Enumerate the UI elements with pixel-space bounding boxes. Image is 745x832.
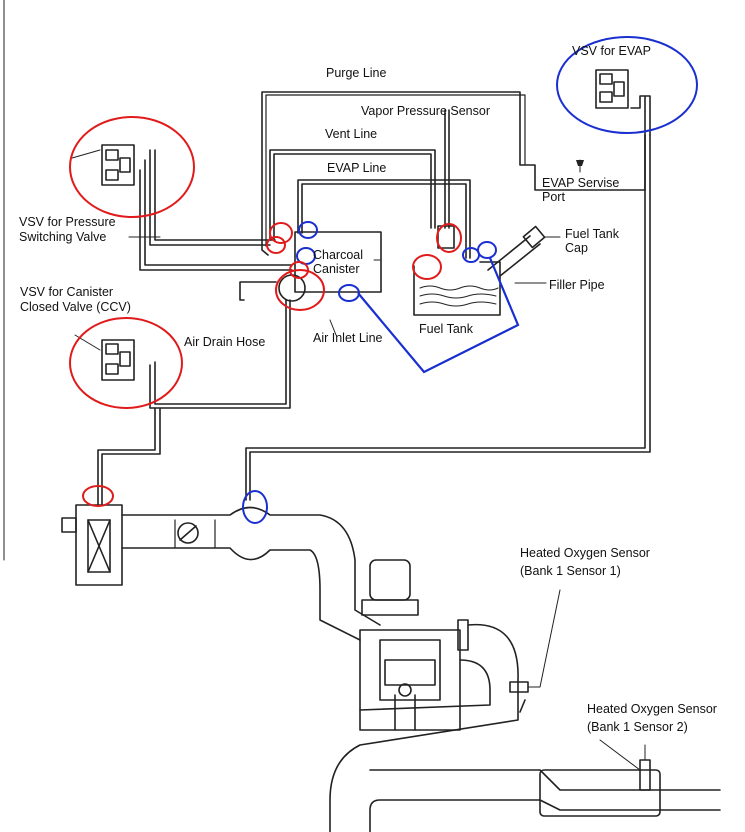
exhaust-pipe	[329, 623, 519, 832]
label-ho2s-2-line-2: (Bank 1 Sensor 2)	[587, 720, 688, 734]
red-circle-pressure-port	[266, 236, 286, 254]
air-cleaner	[61, 504, 123, 586]
label-evap-line: EVAP Line	[327, 161, 387, 175]
vsv-ccv-valve	[101, 339, 135, 381]
vent-line-pipe	[269, 149, 436, 241]
label-vsv-pressure-2: Switching Valve	[19, 230, 107, 244]
evap-service-port-icon	[576, 160, 584, 166]
label-charcoal-canister-2: Canister	[313, 262, 360, 276]
label-vsv-ccv-1: VSV for Canister	[20, 285, 114, 299]
blue-drawn-air-inlet-route	[357, 257, 520, 374]
vsv-pressure-valve	[101, 144, 135, 186]
label-fuel-tank-cap-1: Fuel Tank	[565, 227, 619, 241]
air-drain-hose-pipe	[239, 281, 277, 301]
fuel-tank-cap-shape	[522, 225, 546, 249]
label-fuel-tank-cap-2: Cap	[565, 241, 588, 255]
red-circle-air-cleaner-port	[82, 485, 114, 507]
label-vsv-evap: VSV for EVAP	[572, 44, 651, 58]
label-air-inlet-line: Air Inlet Line	[313, 331, 383, 345]
engine-block	[359, 559, 469, 731]
vsv-ccv-pipes	[149, 299, 291, 409]
throttle-valve	[177, 522, 199, 544]
label-purge-line: Purge Line	[326, 66, 387, 80]
label-evap-service-port-2: Port	[542, 190, 565, 204]
red-circle-vent-port	[269, 222, 293, 244]
label-fuel-tank: Fuel Tank	[419, 322, 473, 336]
label-vsv-ccv-2: Closed Valve (CCV)	[20, 300, 131, 314]
intake-duct	[121, 506, 381, 641]
label-evap-service-port-1: EVAP Servise	[542, 176, 620, 190]
blue-circle-purge-port	[298, 221, 318, 239]
label-filler-pipe: Filler Pipe	[549, 278, 605, 292]
vsv-evap-valve	[595, 69, 629, 109]
exhaust-tailpipe	[369, 769, 721, 832]
red-circle-vapor-sensor	[436, 223, 462, 253]
catalytic-converter	[539, 769, 661, 817]
label-ho2s-1-line-2: (Bank 1 Sensor 1)	[520, 564, 621, 578]
evap-line-pipe	[297, 179, 471, 259]
label-vapor-pressure-sensor: Vapor Pressure Sensor	[361, 104, 490, 118]
fuel-tank-body	[413, 261, 501, 316]
blue-circle-filler-port	[477, 241, 497, 259]
label-charcoal-canister-1: Charcoal	[313, 248, 364, 262]
red-circle-vsv-ccv	[69, 317, 183, 409]
blue-circle-air-inlet	[338, 284, 360, 302]
label-vsv-pressure-1: VSV for Pressure	[19, 215, 116, 229]
filler-pipe-tube	[487, 235, 541, 277]
oxygen-sensor-2	[599, 739, 651, 791]
evap-vsv-outlet-pipe	[245, 134, 651, 501]
red-circle-tank-vent	[412, 254, 442, 280]
label-air-drain-hose: Air Drain Hose	[184, 335, 266, 349]
canister-valve	[278, 274, 306, 302]
oxygen-sensor-1	[509, 589, 561, 713]
red-circle-canister-port	[289, 261, 309, 279]
red-circle-ccv-valve	[275, 269, 325, 311]
label-ho2s-1-line-1: Heated Oxygen Sensor	[520, 546, 650, 560]
label-ho2s-2-line-1: Heated Oxygen Sensor	[587, 702, 717, 716]
blue-circle-vsv-evap	[556, 36, 698, 134]
vsv-pressure-pipes	[139, 149, 293, 271]
blue-circle-intake-port	[242, 490, 268, 524]
ccv-to-air-cleaner-pipe	[97, 407, 161, 506]
red-circle-vsv-pressure	[69, 116, 195, 218]
vapor-sensor-pipe	[444, 109, 450, 229]
label-vent-line: Vent Line	[325, 127, 378, 141]
